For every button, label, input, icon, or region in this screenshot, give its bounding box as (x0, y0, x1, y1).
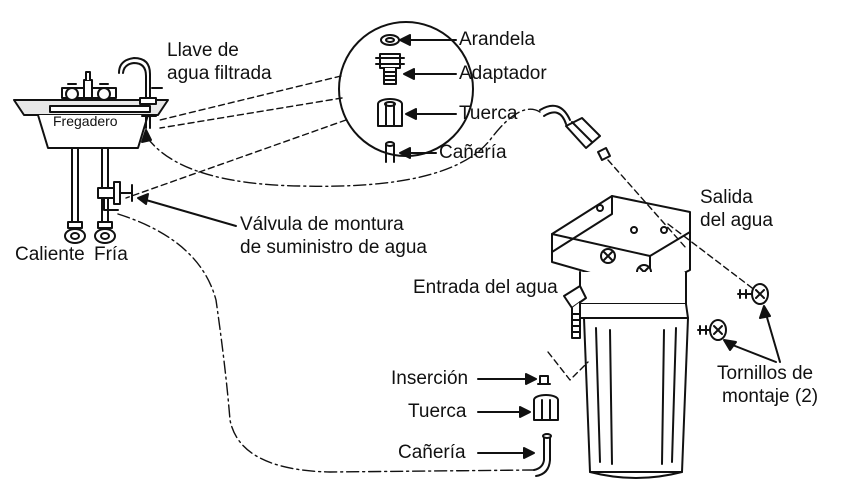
nut-top-icon (377, 98, 403, 127)
tubing-bottom-icon (533, 433, 552, 477)
mounting-screw-icon (737, 283, 769, 305)
adapter-icon (375, 53, 405, 85)
insert-icon (537, 375, 551, 385)
filter-sump (583, 317, 689, 479)
filtered-water-faucet-icon (118, 57, 163, 129)
inlet-label: Entrada del agua (413, 277, 558, 298)
faucet-label-line1: Llave de (167, 40, 239, 61)
saddle-valve-arrow (137, 193, 237, 227)
screws-label-line1: Tornillos de (717, 363, 814, 384)
filtered-water-tubing-path (145, 108, 541, 187)
cold-valve-icon (94, 228, 116, 244)
sink (13, 99, 169, 149)
saddle-valve-icon (97, 181, 133, 211)
inlet-fitting-icon (563, 285, 587, 339)
saddle-valve-label-line1: Válvula de montura (240, 214, 404, 235)
outlet-tube (539, 104, 571, 125)
washer-label: Arandela (459, 29, 536, 50)
callout-arrows-bottom (477, 373, 537, 459)
insert-label: Inserción (391, 368, 469, 389)
hot-valve-icon (64, 228, 86, 244)
nut-bottom-label: Tuerca (408, 401, 467, 422)
washer-icon (380, 34, 400, 46)
callout-arrows-top (399, 34, 457, 159)
tubing-top-icon (385, 141, 395, 163)
sink-faucet-icon (61, 71, 117, 101)
outlet-label-line1: Salida (700, 187, 753, 208)
outlet-screw-dashed-line (607, 159, 761, 295)
screws-label-line2: montaje (2) (722, 386, 819, 407)
screw-callout-arrows (723, 305, 781, 363)
mounting-screw-icon (697, 319, 727, 341)
nut-bottom-icon (533, 394, 559, 421)
tubing-top-label: Cañería (439, 142, 507, 163)
hot-label: Caliente (15, 244, 85, 265)
outlet-nut-icon (565, 117, 611, 161)
adapter-label: Adaptador (459, 63, 547, 84)
nut-top-label: Tuerca (459, 103, 518, 124)
outlet-label-line2: del agua (700, 210, 773, 231)
hot-supply-pipe (67, 147, 83, 229)
supply-tubing-path (117, 213, 535, 473)
saddle-valve-label-line2: de suministro de agua (240, 237, 427, 258)
inlet-dashed-line (547, 351, 589, 381)
zoom-projection-lines (125, 75, 347, 199)
sink-label: Fregadero (53, 113, 118, 129)
filter-head (577, 271, 689, 319)
cold-label: Fría (94, 244, 128, 265)
tubing-bottom-label: Cañería (398, 442, 466, 463)
faucet-tube-arrow (141, 129, 152, 143)
faucet-label-line2: agua filtrada (167, 63, 272, 84)
